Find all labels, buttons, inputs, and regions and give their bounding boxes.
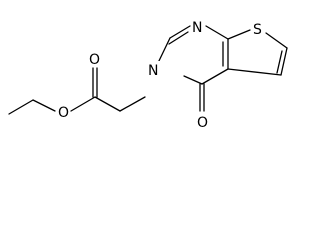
atom-bg-n3 — [147, 61, 161, 77]
atom-ketone-oxygen: O — [197, 115, 208, 131]
chemical-structure-diagram: O O N N S O — [8, 18, 288, 131]
bond-c7a-s — [227, 29, 251, 40]
atom-bg-ketone-o — [196, 113, 209, 129]
atom-thiophene-sulfur: S — [253, 22, 262, 38]
bond-c4a-c4 — [201, 68, 229, 85]
atom-ester-oxygen: O — [58, 105, 69, 121]
bond-c4-n3 — [183, 75, 203, 85]
bond-ethyl-ch2-o — [32, 99, 56, 112]
bond-s-c6 — [265, 32, 288, 49]
atom-bg-carbonyl-o — [88, 50, 101, 66]
structure-canvas: O O N N S O — [8, 18, 288, 131]
bond-o-carbonyl-c — [70, 96, 96, 112]
bond-c6-c5 — [280, 47, 288, 76]
atom-ring-nitrogen-n1: N — [192, 20, 202, 36]
bond-c6-c5-inner — [276, 50, 283, 74]
bond-c2-n1-inner — [168, 31, 189, 45]
bond-ch2-n3 — [119, 96, 146, 112]
atom-bg-s — [252, 20, 265, 36]
atom-ring-nitrogen-n3: N — [148, 63, 158, 79]
bond-n1-c7a — [205, 25, 229, 40]
bond-c5-c4a — [227, 68, 282, 76]
bond-ethyl-ch3-ch2 — [8, 99, 34, 115]
atom-bg-n1 — [191, 18, 205, 34]
bond-carbonyl-c-ch2 — [94, 96, 121, 112]
bond-c2-n1 — [169, 25, 191, 39]
bond-n3-c2 — [156, 37, 171, 66]
atom-bg-ester-o — [57, 103, 70, 119]
atom-carbonyl-oxygen: O — [89, 52, 100, 68]
